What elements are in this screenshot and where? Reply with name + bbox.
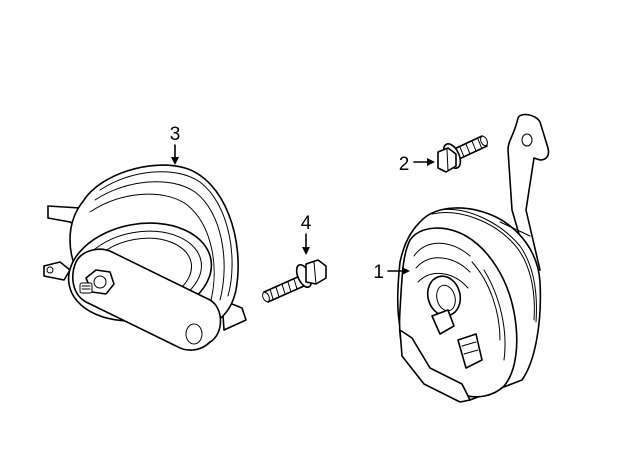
callout-2: 2 — [399, 154, 435, 175]
horn-right-illustration — [396, 113, 550, 403]
callout-4: 4 — [301, 213, 312, 255]
callout-label-4: 4 — [301, 213, 312, 234]
bolt-illustration — [262, 259, 327, 303]
callout-label-3: 3 — [170, 124, 181, 145]
bolt-upper-illustration — [437, 135, 488, 173]
callout-label-1: 1 — [373, 262, 384, 283]
callout-1: 1 — [373, 262, 410, 283]
callout-3: 3 — [170, 124, 181, 165]
horn-left-illustration — [43, 164, 247, 351]
callout-label-2: 2 — [399, 154, 410, 175]
